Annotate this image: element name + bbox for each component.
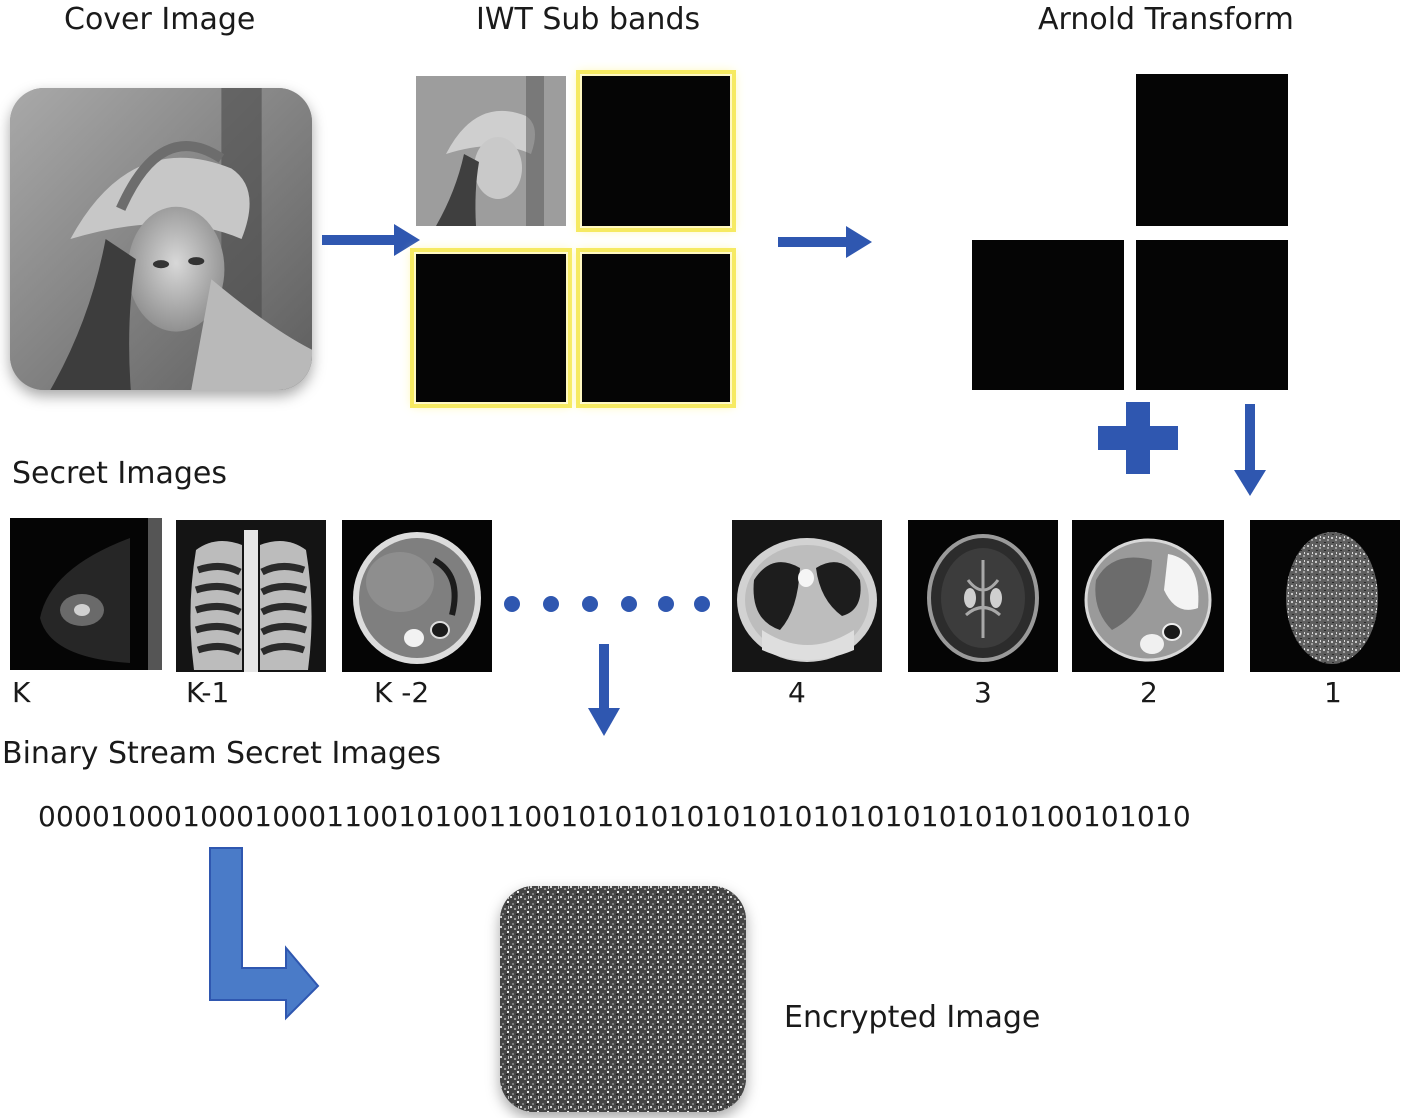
hh-subband [576,248,736,408]
secret-image-k-1 [176,520,326,672]
secret-image-4 [732,520,882,672]
noise-image-icon [500,886,746,1112]
chest-xray-icon [176,520,326,672]
continuation-dot [621,596,637,612]
secret-image-label: K-1 [186,676,230,709]
binary-stream-value: 0000100010001000110010100110010101010101… [38,800,1191,833]
secret-image-label: 1 [1324,676,1342,709]
encrypted-image-label: Encrypted Image [784,1000,1041,1035]
portrait-icon [10,88,312,390]
continuation-dot [504,596,520,612]
secret-image-label: 2 [1140,676,1158,709]
noise-image-icon [1250,520,1400,672]
hl-subband [576,70,736,232]
portrait-thumbnail-icon [416,76,566,226]
iwt-subbands-heading: IWT Sub bands [476,2,701,37]
secret-image-label: K [12,676,31,709]
arrow-right-icon [778,226,872,258]
brain-mri-icon [908,520,1058,672]
secret-images-heading: Secret Images [12,456,228,491]
encrypted-image [500,886,746,1112]
cover-image [10,88,312,390]
arnold-block-right [1136,240,1288,390]
continuation-dot [658,596,674,612]
secret-image-3 [908,520,1058,672]
secret-image-2 [1072,520,1224,672]
secret-image-label: 4 [788,676,806,709]
binary-stream-heading: Binary Stream Secret Images [2,736,442,771]
plus-icon [1098,402,1178,474]
arrow-down-icon [588,644,620,736]
abdomen-ct-icon [1072,520,1224,672]
secret-image-label: 3 [974,676,992,709]
arrow-down-icon [1234,404,1266,496]
continuation-dot [694,596,710,612]
continuation-dot [543,596,559,612]
abdominal-ct-icon [342,520,492,672]
cover-image-heading: Cover Image [64,2,256,37]
continuation-dot [582,596,598,612]
secret-image-k-2 [342,520,492,672]
mammogram-icon [10,518,162,670]
secret-image-k [10,518,162,670]
arnold-block-top [1136,74,1288,226]
ll-subband [416,76,566,226]
arnold-block-left [972,240,1124,390]
secret-image-1 [1250,520,1400,672]
lung-ct-icon [732,520,882,672]
secret-image-label: K -2 [374,676,430,709]
bent-arrow-icon [209,847,320,1021]
lh-subband [410,248,572,408]
arnold-transform-heading: Arnold Transform [1038,2,1294,37]
arrow-right-icon [322,224,420,256]
